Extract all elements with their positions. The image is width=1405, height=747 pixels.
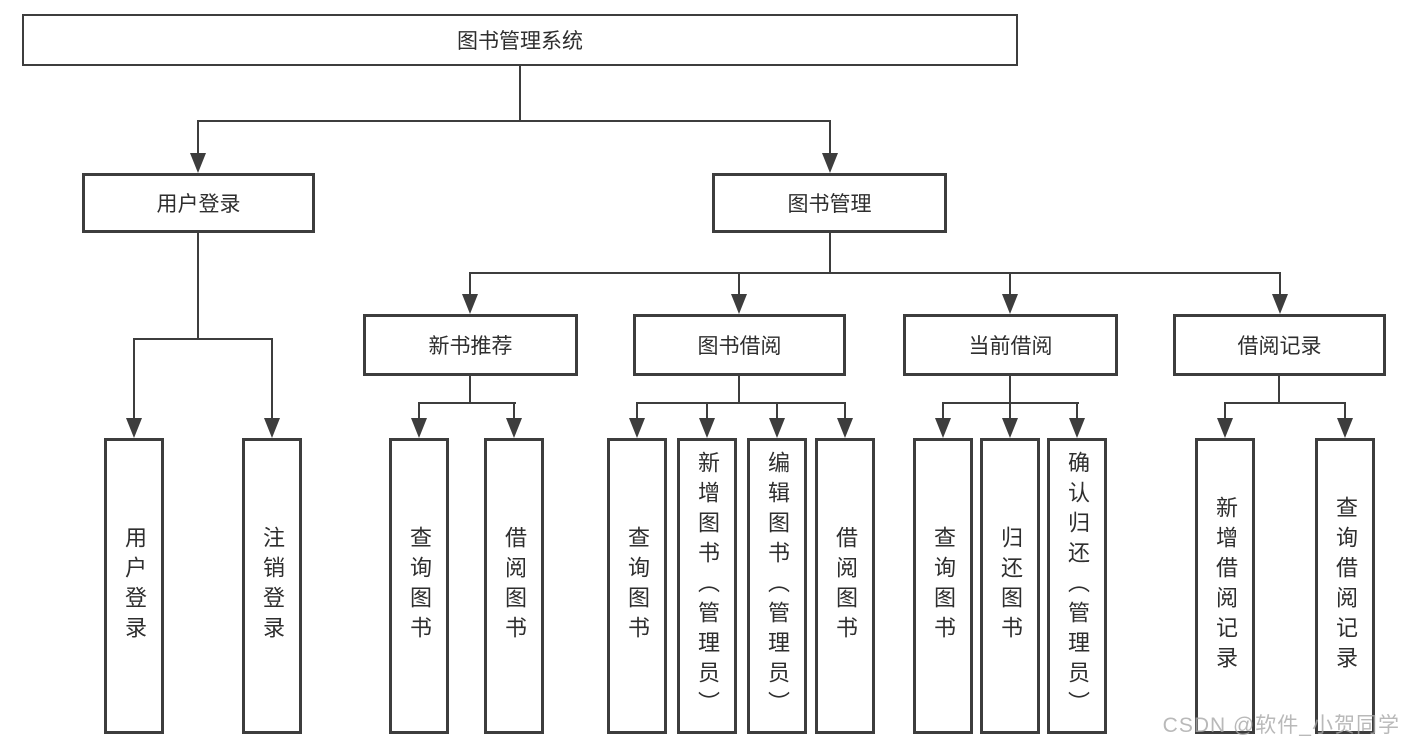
connector-line: [469, 376, 471, 402]
node-label: 查询图书: [625, 526, 650, 646]
node-label: 用户登录: [122, 526, 147, 646]
leaf-user-login: 用户登录: [104, 438, 164, 734]
connector-line: [1076, 402, 1078, 418]
connector-line: [636, 402, 638, 418]
leaf-bb-add-books-admin: 新增图书（管理员）: [677, 438, 737, 734]
connector-line: [1279, 272, 1281, 294]
connector-line: [1224, 402, 1226, 418]
node-label: 图书借阅: [697, 335, 782, 358]
node-label: 图书管理系统: [457, 30, 583, 53]
arrow-down-icon: [699, 418, 715, 438]
connector-line: [1224, 402, 1346, 404]
leaf-br-add-record: 新增借阅记录: [1195, 438, 1255, 734]
node-label: 借阅图书: [502, 526, 527, 646]
connector-line: [469, 272, 471, 294]
arrow-down-icon: [731, 294, 747, 314]
leaf-bb-edit-books-admin: 编辑图书（管理员）: [747, 438, 807, 734]
node-label: 查询图书: [931, 526, 956, 646]
leaf-cb-query-books: 查询图书: [913, 438, 973, 734]
node-label: 新增图书（管理员）: [695, 451, 720, 721]
arrow-down-icon: [822, 153, 838, 173]
arrow-down-icon: [411, 418, 427, 438]
arrow-down-icon: [506, 418, 522, 438]
leaf-nbr-query-books: 查询图书: [389, 438, 449, 734]
node-current-borrow: 当前借阅: [903, 314, 1118, 376]
node-label: 借阅图书: [833, 526, 858, 646]
connector-line: [706, 402, 708, 418]
connector-line: [1009, 402, 1011, 418]
node-label: 查询借阅记录: [1333, 496, 1358, 676]
connector-line: [1344, 402, 1346, 418]
node-label: 新书推荐: [428, 335, 513, 358]
arrow-down-icon: [462, 294, 478, 314]
watermark: CSDN @软件_小贺同学: [1162, 714, 1400, 737]
arrow-down-icon: [1337, 418, 1353, 438]
node-label: 借阅记录: [1237, 335, 1322, 358]
node-label: 新增借阅记录: [1213, 496, 1238, 676]
connector-line: [738, 376, 740, 402]
connector-line: [469, 272, 1281, 274]
arrow-down-icon: [126, 418, 142, 438]
node-label: 归还图书: [998, 526, 1023, 646]
connector-line: [829, 120, 831, 153]
leaf-br-query-record: 查询借阅记录: [1315, 438, 1375, 734]
arrow-down-icon: [1272, 294, 1288, 314]
node-new-book-recommend: 新书推荐: [363, 314, 578, 376]
node-label: 用户登录: [156, 193, 241, 216]
node-book-management: 图书管理: [712, 173, 947, 233]
connector-line: [636, 402, 846, 404]
leaf-bb-query-books: 查询图书: [607, 438, 667, 734]
connector-line: [1009, 272, 1011, 294]
connector-line: [133, 338, 273, 340]
connector-line: [133, 338, 135, 418]
arrow-down-icon: [190, 153, 206, 173]
connector-line: [776, 402, 778, 418]
arrow-down-icon: [837, 418, 853, 438]
connector-line: [1009, 376, 1011, 402]
arrow-down-icon: [264, 418, 280, 438]
node-label: 图书管理: [787, 193, 872, 216]
leaf-bb-borrow-books: 借阅图书: [815, 438, 875, 734]
arrow-down-icon: [629, 418, 645, 438]
arrow-down-icon: [1002, 294, 1018, 314]
leaf-nbr-borrow-books: 借阅图书: [484, 438, 544, 734]
leaf-cb-return-books: 归还图书: [980, 438, 1040, 734]
node-label: 注销登录: [260, 526, 285, 646]
node-borrow-records: 借阅记录: [1173, 314, 1386, 376]
arrow-down-icon: [1217, 418, 1233, 438]
node-label: 编辑图书（管理员）: [765, 451, 790, 721]
arrow-down-icon: [1069, 418, 1085, 438]
connector-line: [1278, 376, 1280, 402]
node-label: 确认归还（管理员）: [1065, 451, 1090, 721]
leaf-cb-confirm-return-admin: 确认归还（管理员）: [1047, 438, 1107, 734]
connector-line: [271, 338, 273, 418]
connector-line: [513, 402, 515, 418]
node-root-library-system: 图书管理系统: [22, 14, 1018, 66]
connector-line: [418, 402, 516, 404]
arrow-down-icon: [935, 418, 951, 438]
node-label: 查询图书: [407, 526, 432, 646]
connector-line: [418, 402, 420, 418]
connector-line: [942, 402, 944, 418]
connector-line: [829, 233, 831, 272]
connector-line: [197, 233, 199, 338]
node-user-login: 用户登录: [82, 173, 315, 233]
connector-line: [738, 272, 740, 294]
arrow-down-icon: [769, 418, 785, 438]
connector-line: [197, 120, 831, 122]
connector-line: [197, 120, 199, 153]
arrow-down-icon: [1002, 418, 1018, 438]
node-book-borrow: 图书借阅: [633, 314, 846, 376]
leaf-logout: 注销登录: [242, 438, 302, 734]
connector-line: [519, 66, 521, 120]
connector-line: [844, 402, 846, 418]
node-label: 当前借阅: [968, 335, 1053, 358]
